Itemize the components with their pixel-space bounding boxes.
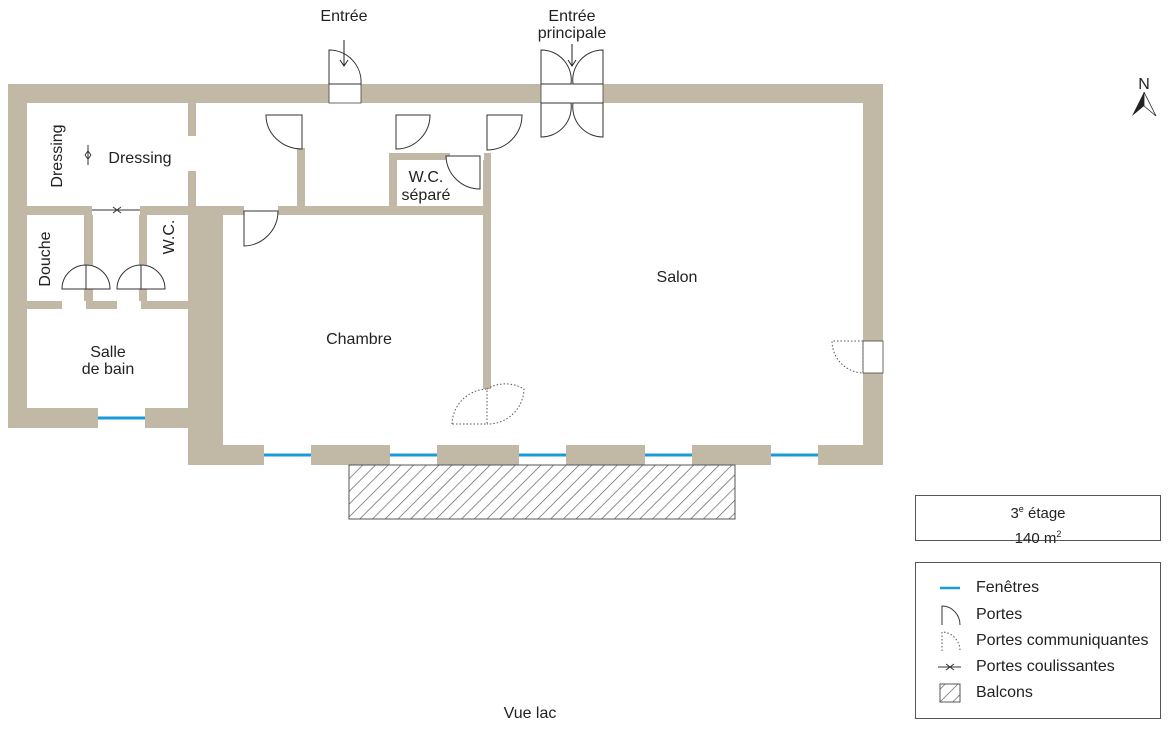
entree-principale-door-right [572, 49, 604, 85]
entree-principale-door-right-inner [572, 102, 604, 138]
chambre-door [243, 210, 279, 247]
douche-label: Douche [37, 231, 54, 286]
connecting-door-icon [941, 631, 961, 652]
windows [98, 408, 818, 465]
douche-door [61, 264, 111, 290]
entree-door [328, 49, 362, 85]
entree-label: Entrée [320, 8, 367, 25]
legend-item-portes: Portes [934, 603, 1022, 627]
hall-door-3 [486, 114, 523, 151]
chambre-salon-door [451, 383, 525, 425]
salon-side-door [831, 340, 864, 374]
entry-arrows [339, 40, 577, 67]
legend-item-fenetres: Fenêtres [934, 576, 1039, 600]
vue-lac-label: Vue lac [504, 705, 557, 722]
wc-door [116, 264, 166, 290]
balcony-hatch-icon [939, 683, 961, 703]
entree-principale-door-left [540, 49, 572, 85]
entree-principale-label-1: Entrée [548, 8, 595, 25]
hall-door-2 [395, 114, 431, 150]
legend-item-balcons: Balcons [934, 681, 1033, 705]
salle-de-bain-label-2: de bain [82, 361, 135, 378]
salon-label: Salon [657, 269, 698, 286]
entree-principale-label-2: principale [538, 25, 607, 42]
sliding-doors [84, 145, 140, 214]
salle-de-bain-label-1: Salle [90, 344, 126, 361]
dressing-label: Dressing [108, 150, 171, 167]
floor-info-box: 3e étage 140 m2 [915, 495, 1161, 547]
doors [61, 49, 604, 290]
sliding-door-icon [938, 663, 961, 671]
window-line-icon [940, 586, 960, 590]
wc-separe-door [445, 155, 481, 190]
chambre-label: Chambre [326, 331, 392, 348]
door-swing-icon [941, 605, 961, 626]
legend-item-portes-coulissantes: Portes coulissantes [934, 655, 1115, 679]
legend-item-portes-communiquantes: Portes communiquantes [934, 629, 1149, 653]
entree-principale-door-left-inner [540, 102, 572, 138]
floor-area: 140 m2 [1014, 529, 1062, 547]
balcony [348, 464, 736, 520]
walls [8, 84, 883, 465]
compass-icon: N [1132, 76, 1157, 117]
compass-n-label: N [1138, 76, 1150, 93]
dressing-small-label: Dressing [49, 124, 66, 187]
wc-separe-label-2: séparé [402, 187, 451, 204]
floor-level: 3e étage [1010, 504, 1066, 522]
connecting-doors [451, 340, 864, 425]
wc-label: W.C. [161, 220, 178, 255]
entry-openings [328, 83, 884, 374]
wc-separe-label-1: W.C. [409, 169, 444, 186]
hall-door-1 [265, 114, 303, 150]
legend: Fenêtres Portes Portes communiquantes Po… [915, 562, 1161, 719]
